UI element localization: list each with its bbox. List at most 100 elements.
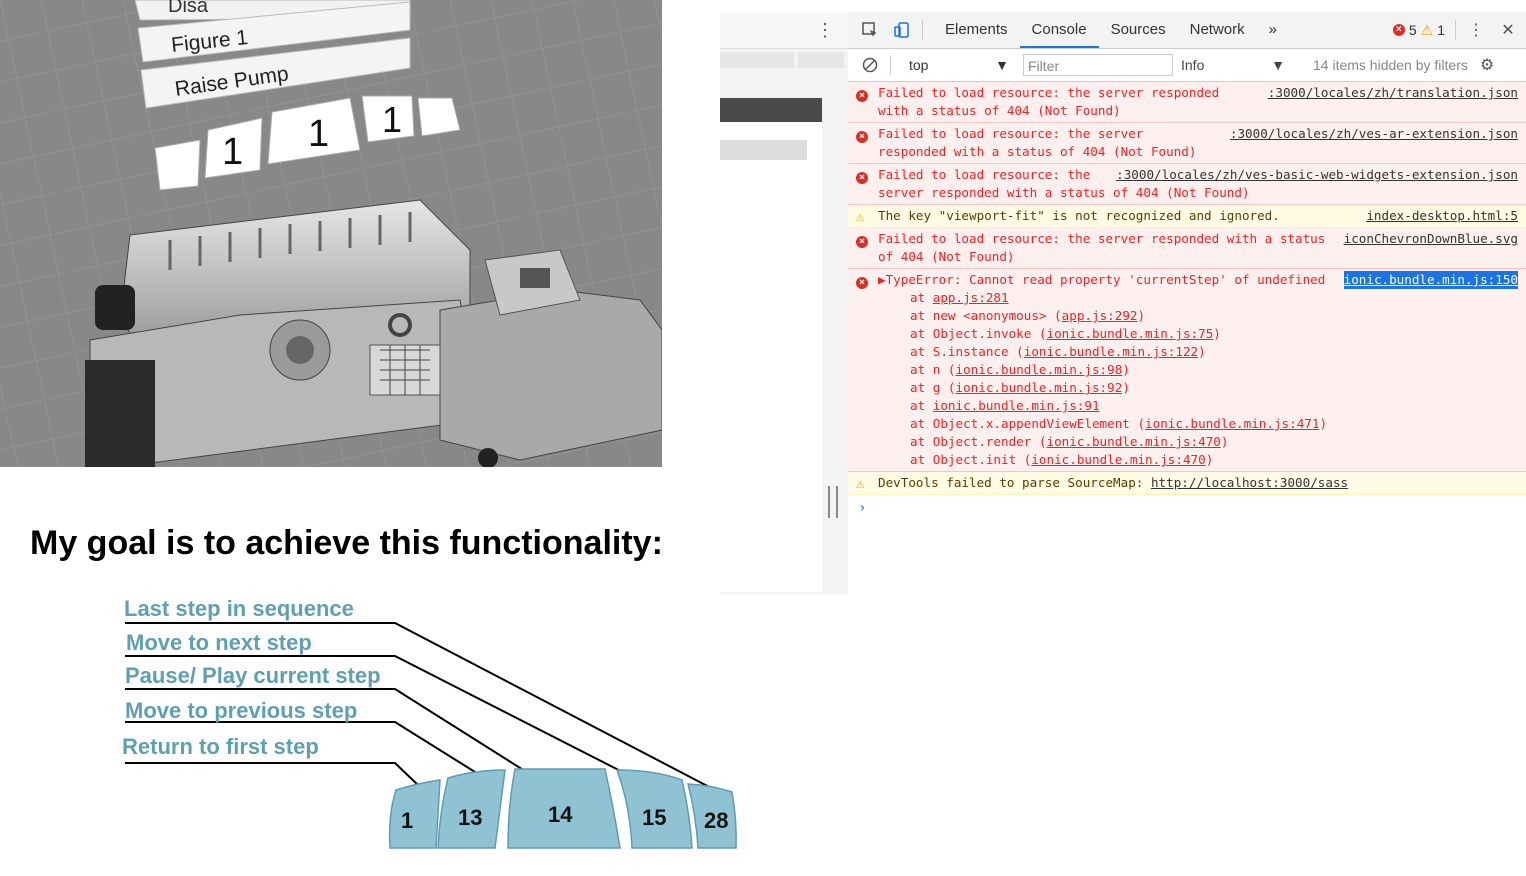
leader-line-last bbox=[125, 622, 716, 791]
stack-frame-prefix: at Object.init ( bbox=[910, 452, 1032, 467]
error-count: 5 bbox=[1408, 22, 1417, 38]
filter-input[interactable]: Filter bbox=[1023, 54, 1173, 76]
stack-frame-suffix: ) bbox=[1220, 434, 1229, 449]
devtools-menu-icon[interactable]: ⋮ bbox=[1468, 22, 1484, 39]
stack-frame-prefix: at g ( bbox=[910, 380, 956, 395]
scene-step-text-2: 1 bbox=[222, 131, 243, 173]
scene-step-button-1[interactable] bbox=[154, 139, 201, 191]
stack-frame-link[interactable]: ionic.bundle.min.js:98 bbox=[955, 362, 1123, 377]
warning-icon: ⚠ bbox=[856, 209, 865, 225]
stack-frame-prefix: at new <anonymous> ( bbox=[910, 308, 1062, 323]
app-preview-tab[interactable] bbox=[720, 52, 794, 68]
stack-frame-link[interactable]: app.js:281 bbox=[932, 290, 1009, 305]
scene-step-button-5[interactable] bbox=[417, 97, 461, 137]
leader-line-next bbox=[125, 655, 649, 786]
stack-frame-link[interactable]: ionic.bundle.min.js:470 bbox=[1031, 452, 1206, 467]
stack-frame-link[interactable]: ionic.bundle.min.js:470 bbox=[1046, 434, 1221, 449]
clear-console-icon[interactable] bbox=[860, 55, 880, 75]
sourcemap-warning-text: DevTools failed to parse SourceMap: bbox=[878, 475, 1151, 490]
next-step-number: 15 bbox=[642, 805, 666, 830]
stack-frame-prefix: at S.instance ( bbox=[910, 344, 1024, 359]
context-value: top bbox=[909, 57, 929, 73]
label-first-step: Return to first step bbox=[122, 734, 319, 759]
chevron-down-icon: ▼ bbox=[995, 57, 1009, 73]
stack-frame-link[interactable]: ionic.bundle.min.js:122 bbox=[1023, 344, 1199, 359]
more-tabs-icon[interactable]: » bbox=[1268, 21, 1277, 38]
log-level-value: Info bbox=[1181, 57, 1205, 73]
scene-step-button-3[interactable] bbox=[267, 97, 361, 165]
issue-counts[interactable]: × 5 ⚠ 1 bbox=[1392, 22, 1445, 39]
gear-icon[interactable]: ⚙ bbox=[1479, 57, 1495, 74]
stack-frame-suffix: ) bbox=[1122, 380, 1130, 395]
scene-step-button-4[interactable] bbox=[361, 95, 415, 143]
message-source-link[interactable]: :3000/locales/zh/ves-basic-web-widgets-e… bbox=[1116, 167, 1518, 182]
first-step-button[interactable] bbox=[388, 779, 441, 849]
close-devtools-icon[interactable]: ✕ bbox=[1501, 22, 1515, 39]
console-message: × iconChevronDownBlue.svg Failed to load… bbox=[848, 228, 1526, 269]
next-step-button[interactable] bbox=[615, 769, 693, 849]
label-previous-step: Move to previous step bbox=[125, 698, 357, 723]
log-levels-selector[interactable]: Info ▼ bbox=[1181, 57, 1285, 73]
stack-frame: at g (ionic.bundle.min.js:92) bbox=[910, 379, 1518, 397]
stack-frame-link[interactable]: app.js:292 bbox=[1061, 308, 1138, 323]
app-preview-topbar: ⋮ bbox=[720, 12, 848, 49]
stack-frame-suffix: ) bbox=[1213, 326, 1221, 341]
tab-network[interactable]: Network bbox=[1189, 21, 1245, 38]
stack-frame-link[interactable]: ionic.bundle.min.js:471 bbox=[1145, 416, 1320, 431]
last-step-button[interactable] bbox=[687, 783, 737, 849]
message-text: Failed to load resource: the server resp… bbox=[878, 126, 1197, 159]
previous-step-number: 13 bbox=[458, 805, 482, 830]
device-toolbar-icon[interactable] bbox=[892, 20, 912, 40]
leader-line-previous bbox=[125, 721, 476, 773]
message-source-link[interactable]: ionic.bundle.min.js:150 bbox=[1343, 271, 1518, 289]
type-error-message[interactable]: × ionic.bundle.min.js:150 ▶TypeError: Ca… bbox=[848, 269, 1526, 472]
3d-viewer[interactable]: Disa Figure 1 Raise Pump 1 1 1 bbox=[0, 0, 662, 467]
message-text: Failed to load resource: the server resp… bbox=[878, 167, 1250, 200]
pause-play-button[interactable] bbox=[507, 768, 621, 849]
stack-frame: at Object.init (ionic.bundle.min.js:470) bbox=[910, 451, 1518, 469]
chevron-down-icon: ▼ bbox=[1271, 57, 1285, 73]
sourcemap-link[interactable]: http://localhost:3000/sass bbox=[1150, 475, 1349, 490]
tab-sources[interactable]: Sources bbox=[1110, 21, 1166, 38]
stack-frame-suffix: ) bbox=[1319, 416, 1328, 431]
stack-frame-link[interactable]: ionic.bundle.min.js:92 bbox=[955, 380, 1123, 395]
stack-frame-suffix: ) bbox=[1122, 362, 1130, 377]
app-preview-pane: ⋮ bbox=[720, 12, 849, 594]
message-source-link[interactable]: :3000/locales/zh/translation.json bbox=[1267, 85, 1518, 100]
app-preview-row bbox=[720, 140, 807, 160]
goal-heading: My goal is to achieve this functionality… bbox=[30, 524, 663, 562]
pane-resize-handle[interactable] bbox=[828, 486, 838, 518]
stack-frame-suffix: ) bbox=[1205, 452, 1214, 467]
error-icon: × bbox=[856, 272, 868, 290]
label-next-step: Move to next step bbox=[126, 630, 312, 655]
context-selector[interactable]: top ▼ bbox=[909, 57, 1015, 73]
message-source-link[interactable]: :3000/locales/zh/ves-ar-extension.json bbox=[1229, 126, 1518, 141]
stack-frame: at app.js:281 bbox=[910, 289, 1518, 307]
console-prompt[interactable]: › bbox=[858, 500, 867, 516]
inspect-element-icon[interactable] bbox=[860, 20, 880, 40]
stack-frame-link[interactable]: ionic.bundle.min.js:75 bbox=[1046, 326, 1214, 341]
message-source-link[interactable]: iconChevronDownBlue.svg bbox=[1343, 231, 1518, 246]
stack-frame: at Object.invoke (ionic.bundle.min.js:75… bbox=[910, 325, 1518, 343]
console-filter-bar: top ▼ Filter Info ▼ 14 items hidden by f… bbox=[848, 49, 1526, 82]
console-message: × :3000/locales/zh/ves-ar-extension.json… bbox=[848, 123, 1526, 164]
previous-step-button[interactable] bbox=[437, 769, 506, 849]
more-vertical-icon[interactable]: ⋮ bbox=[816, 20, 834, 40]
message-text: The key "viewport-fit" is not recognized… bbox=[878, 208, 1280, 223]
message-source-link[interactable]: index-desktop.html:5 bbox=[1366, 208, 1518, 223]
devtools-toolbar: Elements Console Sources Network » × 5 ⚠… bbox=[848, 12, 1526, 49]
stack-frame-suffix: ) bbox=[1137, 308, 1146, 323]
app-preview-tab-2[interactable] bbox=[798, 52, 844, 68]
message-text: ▶TypeError: Cannot read property 'curren… bbox=[878, 272, 1326, 287]
tab-console[interactable]: Console bbox=[1019, 12, 1099, 48]
stack-frame-link[interactable]: ionic.bundle.min.js:91 bbox=[932, 398, 1100, 413]
warning-icon: ⚠ bbox=[856, 476, 865, 492]
scene-step-text-3: 1 bbox=[308, 113, 329, 155]
toolbar-separator bbox=[922, 20, 923, 40]
scene-step-button-2[interactable] bbox=[204, 117, 263, 179]
message-text: Failed to load resource: the server resp… bbox=[878, 85, 1220, 118]
stack-frame: at Object.x.appendViewElement (ionic.bun… bbox=[910, 415, 1518, 433]
tab-elements[interactable]: Elements bbox=[945, 21, 1008, 38]
leader-line-first bbox=[125, 762, 419, 786]
